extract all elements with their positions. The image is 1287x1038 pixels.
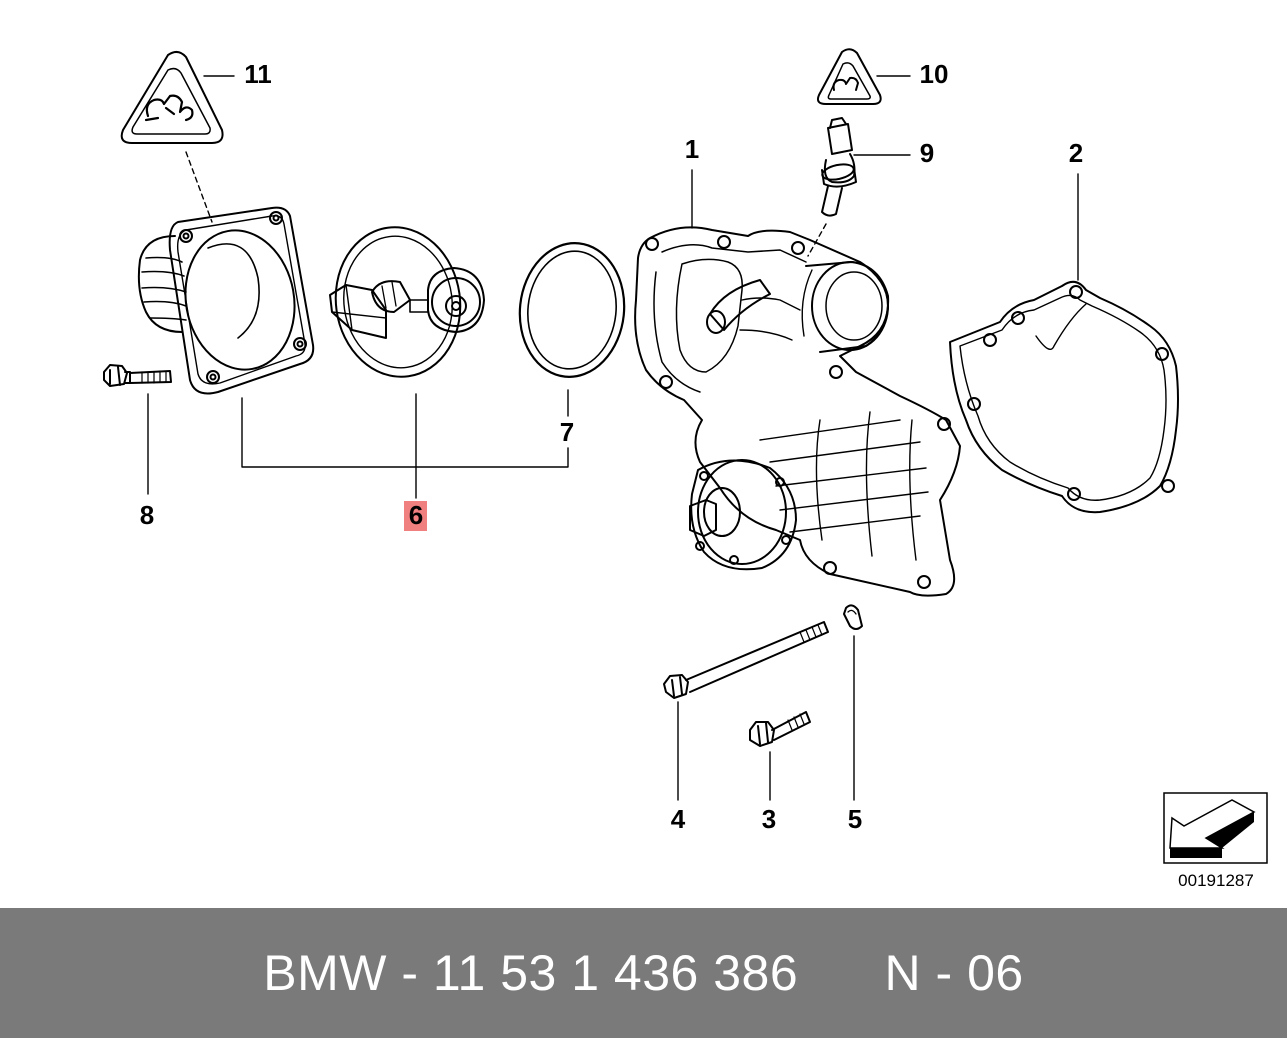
thermostat-6-icon: [329, 226, 485, 378]
position-label: N - 06: [884, 945, 1024, 1001]
bolt-8-icon: [103, 364, 172, 387]
part-label: BMW - 11 53 1 436 386: [263, 945, 799, 1001]
thermostat-housing-icon: [137, 206, 315, 395]
sealing-ring-7-icon: [518, 242, 626, 378]
bolt-3-icon: [749, 711, 811, 747]
long-bolt-4-icon: [663, 621, 829, 699]
part-number-text: BMW - 11 53 1 436 386 N - 06: [263, 944, 1023, 1002]
clip-5-icon: [843, 604, 863, 630]
warning-label-11-icon: [120, 51, 224, 144]
callout-7: 7: [560, 417, 574, 447]
pump-gasket-2-icon: [949, 280, 1179, 514]
callout-2: 2: [1069, 138, 1083, 168]
temperature-sensor-9-icon: [821, 117, 857, 217]
callout-11: 11: [244, 59, 272, 89]
warning-label-10-icon: [816, 48, 882, 105]
callout-4: 4: [671, 804, 686, 834]
callout-3: 3: [762, 804, 776, 834]
water-pump-1-icon: [634, 226, 961, 597]
callout-9: 9: [920, 138, 934, 168]
callout-10: 10: [920, 59, 949, 89]
callout-8: 8: [140, 500, 154, 530]
part-number-banner: BMW - 11 53 1 436 386 N - 06: [0, 908, 1287, 1038]
callout-5: 5: [848, 804, 862, 834]
orientation-arrow-icon: [1163, 792, 1268, 864]
parts-diagram: 11 10 9 1 2 7 8 6 4 3 5 00191287: [103, 48, 1268, 890]
callout-6: 6: [409, 500, 423, 530]
exploded-view-drawing: 11 10 9 1 2 7 8 6 4 3 5 00191287: [103, 48, 1268, 890]
callout-6-highlight: [404, 501, 427, 531]
callout-1: 1: [685, 134, 699, 164]
leader-lines: [147, 75, 1079, 801]
image-number: 00191287: [1178, 871, 1254, 890]
